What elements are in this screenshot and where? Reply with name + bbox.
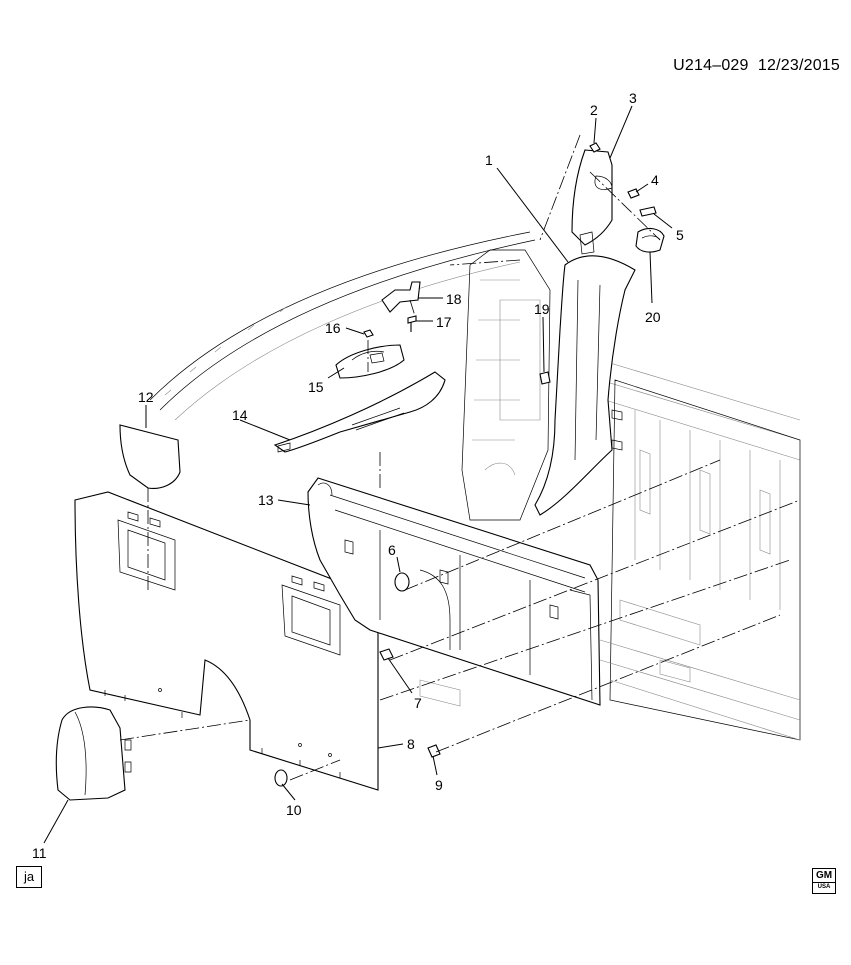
view-code-badge: ja [16,866,42,888]
leader-13 [277,499,311,506]
leader-6 [396,556,401,573]
callout-7: 7 [414,695,422,711]
leader-5 [653,213,673,229]
part-4-screw [627,188,640,199]
part-1-pillar-trim [534,255,636,516]
alignment-lines [119,134,801,781]
diagram-date: 12/23/2015 [757,57,840,74]
callout-16: 16 [325,320,341,336]
callout-1: 1 [485,152,493,168]
part-8-rear-panel [74,491,379,791]
callout-19: 19 [534,301,550,317]
part-2-clip [589,142,601,153]
leader-20 [649,251,653,304]
cab-roof-outline [149,231,536,421]
callout-9: 9 [435,777,443,793]
part-17-bolt [407,315,417,332]
part-3-upper-cover [571,149,613,255]
callout-13: 13 [258,492,274,508]
overhead-parts [335,281,421,379]
gm-logo: GM USA [812,868,836,894]
part-20-handle [635,227,665,253]
leader-8 [377,743,404,749]
small-fasteners-upper [589,142,665,253]
diagram-code: U214–029 [673,57,749,74]
leader-19 [542,316,545,373]
part-18-bracket [381,281,421,313]
leader-7 [387,657,413,694]
part-11-corner-cover [55,706,132,801]
body-structure-background [461,249,551,521]
callout-18: 18 [446,291,462,307]
callout-labels: 1 2 3 4 5 6 7 8 9 10 11 12 13 14 15 16 1… [32,90,684,861]
callout-11: 11 [32,845,47,861]
leader-2 [593,117,597,144]
part-19-clip [539,371,551,385]
leader-3 [609,105,633,159]
part-13-inner-panel [307,477,601,706]
leader-lines [43,105,673,844]
callout-8: 8 [407,736,415,752]
gm-logo-main: GM [815,870,833,881]
part-15-lamp [335,344,405,379]
callout-6: 6 [388,542,396,558]
callout-14: 14 [232,407,248,423]
leader-14 [239,419,291,441]
callout-20: 20 [645,309,661,325]
callout-10: 10 [286,802,302,818]
callout-2: 2 [590,102,598,118]
floor-background [419,359,801,741]
callout-15: 15 [308,379,324,395]
leader-15 [327,367,345,379]
part-10-plug [274,769,288,787]
callout-4: 4 [651,172,659,188]
part-9-retainer [427,744,441,758]
leader-4 [635,183,649,193]
leader-10 [281,783,296,801]
part-16-nut [363,329,374,338]
small-fasteners-lower [274,572,441,787]
leader-9 [432,755,438,776]
part-7-retainer [379,648,394,661]
part-5-clip [639,206,657,217]
leader-16 [345,327,365,335]
leader-1 [496,167,569,263]
part-6-plug [394,572,410,592]
callout-17: 17 [436,314,452,330]
diagram-header: U214–029 12/23/2015 [600,57,840,75]
callout-12: 12 [138,389,154,405]
leader-11 [43,799,69,844]
part-12-cover [119,424,181,489]
callout-3: 3 [629,90,637,106]
callout-5: 5 [676,227,684,243]
gm-logo-sub: USA [813,882,835,891]
part-14-header-trim [273,371,446,453]
